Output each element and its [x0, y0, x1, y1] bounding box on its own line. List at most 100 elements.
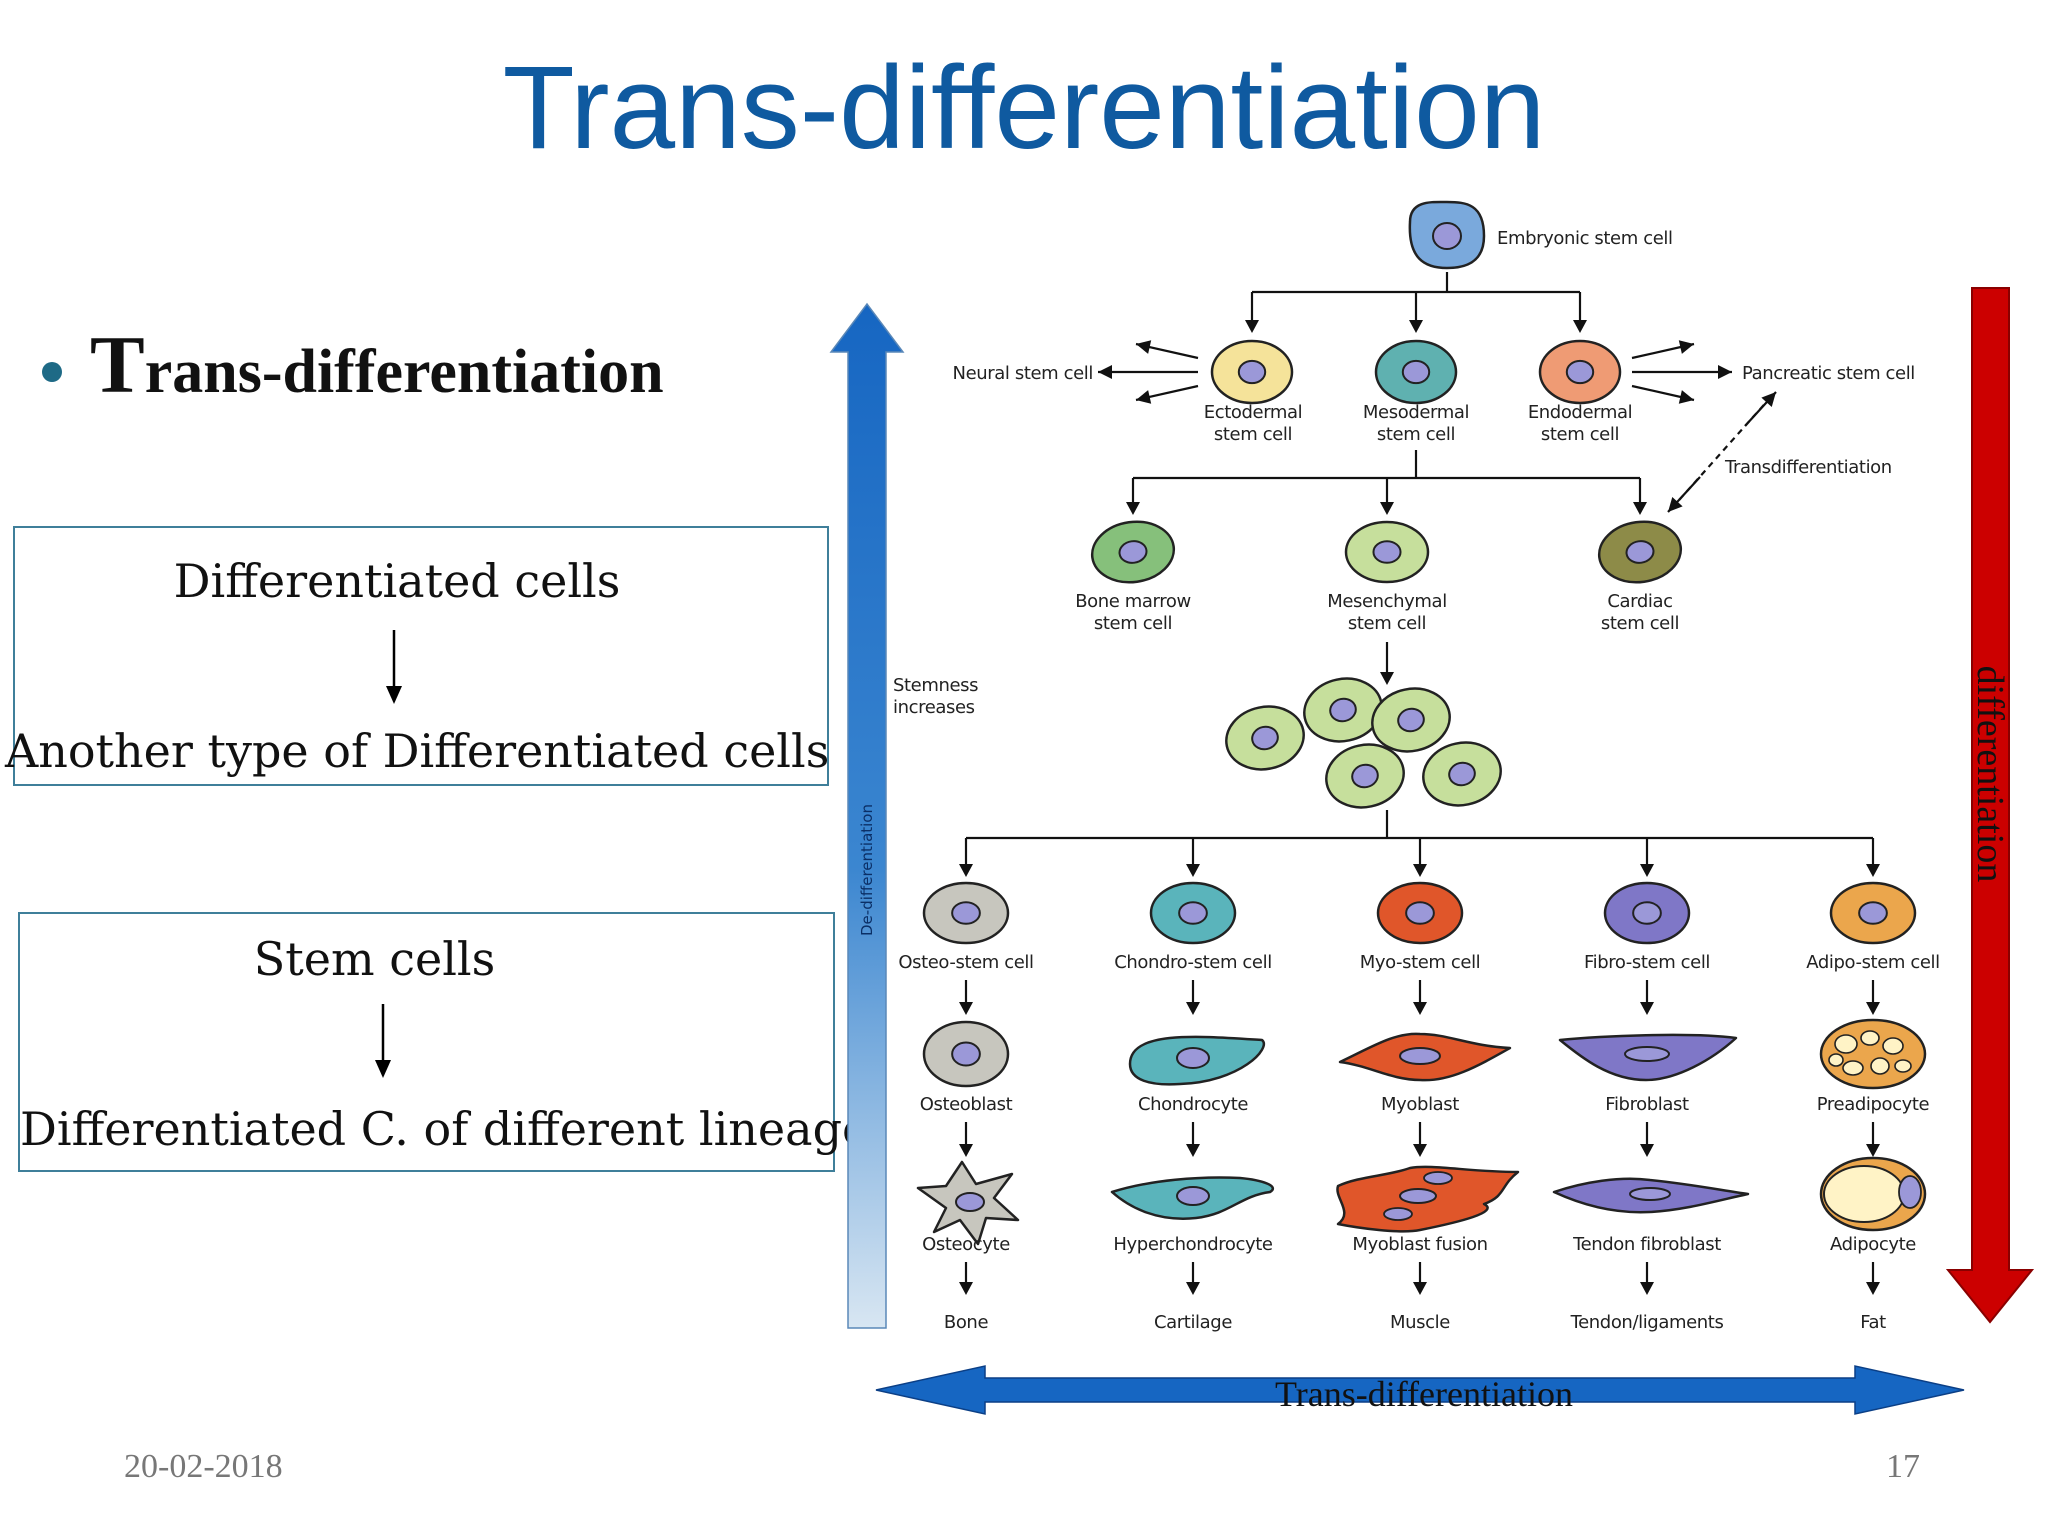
level1-label-endodermal-1: Endodermal	[1528, 402, 1632, 423]
myoblast-icon	[1338, 1032, 1512, 1082]
transdifferentiation-arrow-label: Trans-differentiation	[1275, 1374, 1573, 1414]
cell-label: Fibro-stem cell	[1584, 952, 1710, 973]
box1-top-text: Differentiated cells	[173, 554, 621, 608]
cell-nucleus	[1625, 540, 1655, 564]
cell-label: Osteoblast	[920, 1094, 1013, 1115]
lipid-droplet	[1834, 1034, 1858, 1054]
arrowhead	[1136, 390, 1152, 404]
cell-label: Osteo-stem cell	[898, 952, 1033, 973]
arrowhead	[1640, 864, 1654, 877]
arrowhead	[1668, 496, 1683, 512]
cell-nucleus	[1176, 1047, 1210, 1069]
arrowhead	[1186, 1144, 1200, 1157]
mesenchymal-cluster-cell-icon	[1371, 687, 1451, 753]
cell-nucleus	[1251, 725, 1279, 751]
bullet-heading: Trans-differentiation	[90, 318, 664, 412]
column-stem-cell-icon	[1829, 881, 1917, 945]
column-osteo: Osteo-stem cell Osteoblast Osteocyte Bon…	[898, 952, 1034, 1333]
arrowhead	[1678, 340, 1694, 354]
tendon-fibroblast-icon	[1552, 1177, 1750, 1214]
chondrocyte-icon	[1128, 1035, 1265, 1086]
cell-nucleus	[1397, 707, 1425, 733]
level1-cell-icon	[1538, 339, 1622, 405]
definition-box-2: Stem cells Differentiated C. of differen…	[18, 912, 869, 1172]
connector-lines	[959, 272, 1880, 1295]
arrowhead	[1186, 1282, 1200, 1295]
cell-nucleus	[1399, 1047, 1441, 1065]
level2-label-bone-marrow-2: stem cell	[1094, 613, 1172, 634]
cell-nucleus	[1178, 901, 1208, 925]
tissue-label: Tendon/ligaments	[1570, 1312, 1724, 1333]
differentiation-label: differentiation	[1969, 666, 2011, 883]
lipid-droplet	[1894, 1059, 1912, 1073]
bullet-item: Trans-differentiation	[42, 318, 664, 412]
level2-label-mesenchymal-1: Mesenchymal	[1327, 591, 1447, 612]
bullet-dot-icon	[42, 362, 62, 382]
neural-stem-cell-label: Neural stem cell	[953, 363, 1093, 384]
arrowhead	[1678, 390, 1694, 404]
arrowhead	[959, 864, 973, 877]
arrowhead	[959, 1282, 973, 1295]
transdifferentiation-arrow	[875, 1365, 1965, 1415]
transdifferentiation-small-label: Transdifferentiation	[1724, 457, 1892, 478]
bullet-rest: rans-differentiation	[144, 338, 664, 406]
arrowhead	[959, 1144, 973, 1157]
stemness-label-line1: Stemness	[893, 675, 978, 696]
lipid-droplet	[1823, 1165, 1905, 1223]
column-stem-cell-icon	[922, 881, 1010, 945]
arrowhead	[1413, 1282, 1427, 1295]
cell-nucleus	[1432, 222, 1462, 250]
arrowhead	[1718, 365, 1732, 379]
mesenchymal-cluster-cell-icon	[1422, 741, 1502, 807]
mesenchymal-cluster-cell-icon	[1325, 743, 1405, 809]
cell-nucleus	[1399, 1188, 1437, 1204]
arrowhead	[1866, 864, 1880, 877]
dedifferentiation-arrow	[829, 302, 905, 1329]
arrowhead	[1186, 864, 1200, 877]
cell-nucleus	[1383, 1207, 1413, 1221]
arrowhead	[1573, 320, 1587, 333]
differentiation-arrow	[1945, 287, 2035, 1324]
arrowhead	[1640, 1282, 1654, 1295]
arrowhead	[1409, 320, 1423, 333]
cell-icons	[916, 200, 1927, 1246]
osteoblast-icon	[922, 1020, 1010, 1088]
level1-cell-icon	[1210, 339, 1294, 405]
cell-nucleus	[1401, 359, 1431, 385]
cell-label: Preadipocyte	[1817, 1094, 1930, 1115]
cell-label: Fibroblast	[1605, 1094, 1689, 1115]
arrowhead	[1098, 365, 1112, 379]
level1-label-mesodermal-2: stem cell	[1377, 424, 1455, 445]
level2-label-cardiac-2: stem cell	[1601, 613, 1679, 634]
dedifferentiation-label: De-differentiation	[858, 804, 876, 936]
column-stem-cell-icon	[1149, 881, 1237, 945]
arrowhead	[1245, 320, 1259, 333]
cell-nucleus	[1898, 1175, 1922, 1209]
cell-nucleus	[1118, 540, 1148, 564]
level1-label-endodermal-2: stem cell	[1541, 424, 1619, 445]
lipid-droplet	[1842, 1060, 1864, 1076]
cell-label: Tendon fibroblast	[1572, 1234, 1721, 1255]
column-adipo: Adipo-stem cell Preadipocyte Adipocyte F…	[1806, 952, 1940, 1333]
level1-label-ectodermal-1: Ectodermal	[1204, 402, 1303, 423]
cell-label: Osteocyte	[922, 1234, 1010, 1255]
cell-nucleus	[1176, 1186, 1210, 1206]
mesenchymal-cluster-cell-icon	[1225, 705, 1305, 771]
arrowhead	[1186, 1002, 1200, 1015]
cell-nucleus	[1629, 1187, 1671, 1201]
arrowhead	[1640, 1002, 1654, 1015]
definition-box-1: Differentiated cells Another type of Dif…	[5, 526, 829, 786]
stemness-label-line2: increases	[893, 697, 975, 718]
tissue-label: Fat	[1860, 1312, 1886, 1333]
cell-nucleus	[951, 1041, 981, 1067]
arrowhead	[1413, 864, 1427, 877]
fibroblast-icon	[1558, 1033, 1738, 1082]
arrowhead	[1866, 1002, 1880, 1015]
cell-nucleus	[1405, 901, 1435, 925]
cell-nucleus	[951, 901, 981, 925]
box1-bottom-text: Another type of Differentiated cells	[5, 724, 830, 778]
cell-label: Myoblast fusion	[1352, 1234, 1487, 1255]
slide-page-number: 17	[1886, 1448, 1920, 1485]
box2-down-arrow-icon	[375, 1004, 391, 1078]
column-myo: Myo-stem cell Myoblast Myoblast fusion M…	[1352, 952, 1488, 1333]
